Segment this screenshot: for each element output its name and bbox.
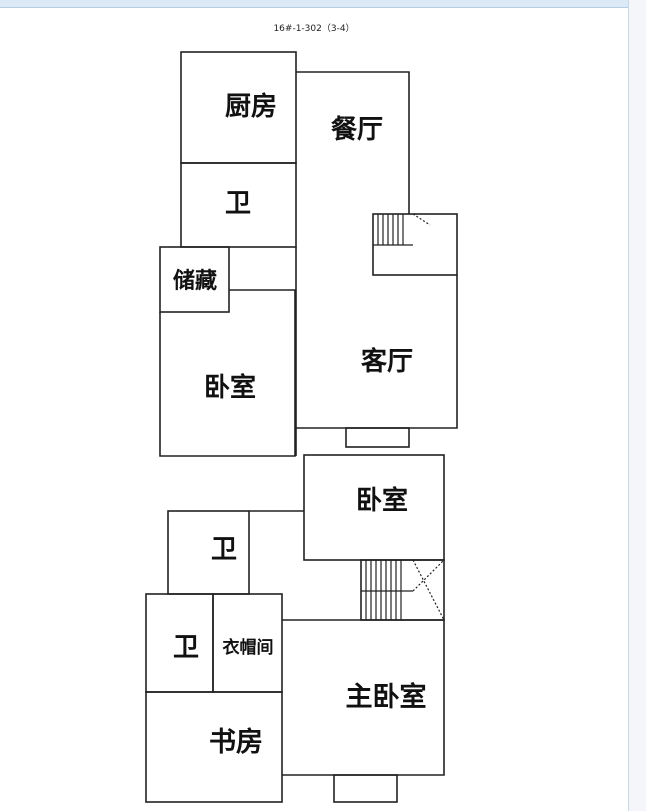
dining-walls: [296, 71, 410, 214]
label-kitchen: 厨房: [225, 92, 277, 122]
label-bath2: 卫: [211, 535, 237, 565]
lower-floor: [145, 454, 445, 803]
label-living: 客厅: [361, 346, 413, 377]
wall-line: [412, 559, 445, 621]
storage-room: [159, 246, 230, 313]
stair-steps-upper: [373, 213, 431, 246]
study-room: [145, 691, 283, 803]
label-storage: 储藏: [173, 268, 217, 294]
label-study: 书房: [209, 727, 263, 758]
label-bath1: 卫: [225, 189, 251, 219]
label-bedroom1: 卧室: [204, 372, 256, 403]
label-bedroom2: 卧室: [356, 485, 408, 516]
plan-title: 16#-1-302（3-4）: [273, 24, 355, 34]
bath1-room: [180, 162, 297, 248]
upper-floor: [159, 51, 458, 457]
balcony-lower: [333, 774, 398, 803]
label-bath3: 卫: [173, 633, 199, 663]
balcony-upper: [345, 427, 410, 448]
vertical-scrollbar[interactable]: [628, 0, 646, 811]
window-header-bar: [0, 0, 628, 8]
label-closet: 衣帽间: [223, 637, 274, 658]
label-dining: 餐厅: [331, 115, 383, 145]
floor-plan: 厨房 餐厅 卫 储藏 卧室 客厅 卧室 卫 卫 衣帽间 主卧室 书房: [145, 51, 458, 803]
bedroom1-walls: [159, 289, 296, 457]
stair-steps-lower: [361, 559, 445, 621]
stairs-lower: [360, 559, 445, 621]
wall-line: [412, 559, 445, 592]
label-master: 主卧室: [346, 681, 427, 713]
wall-line: [412, 213, 431, 226]
